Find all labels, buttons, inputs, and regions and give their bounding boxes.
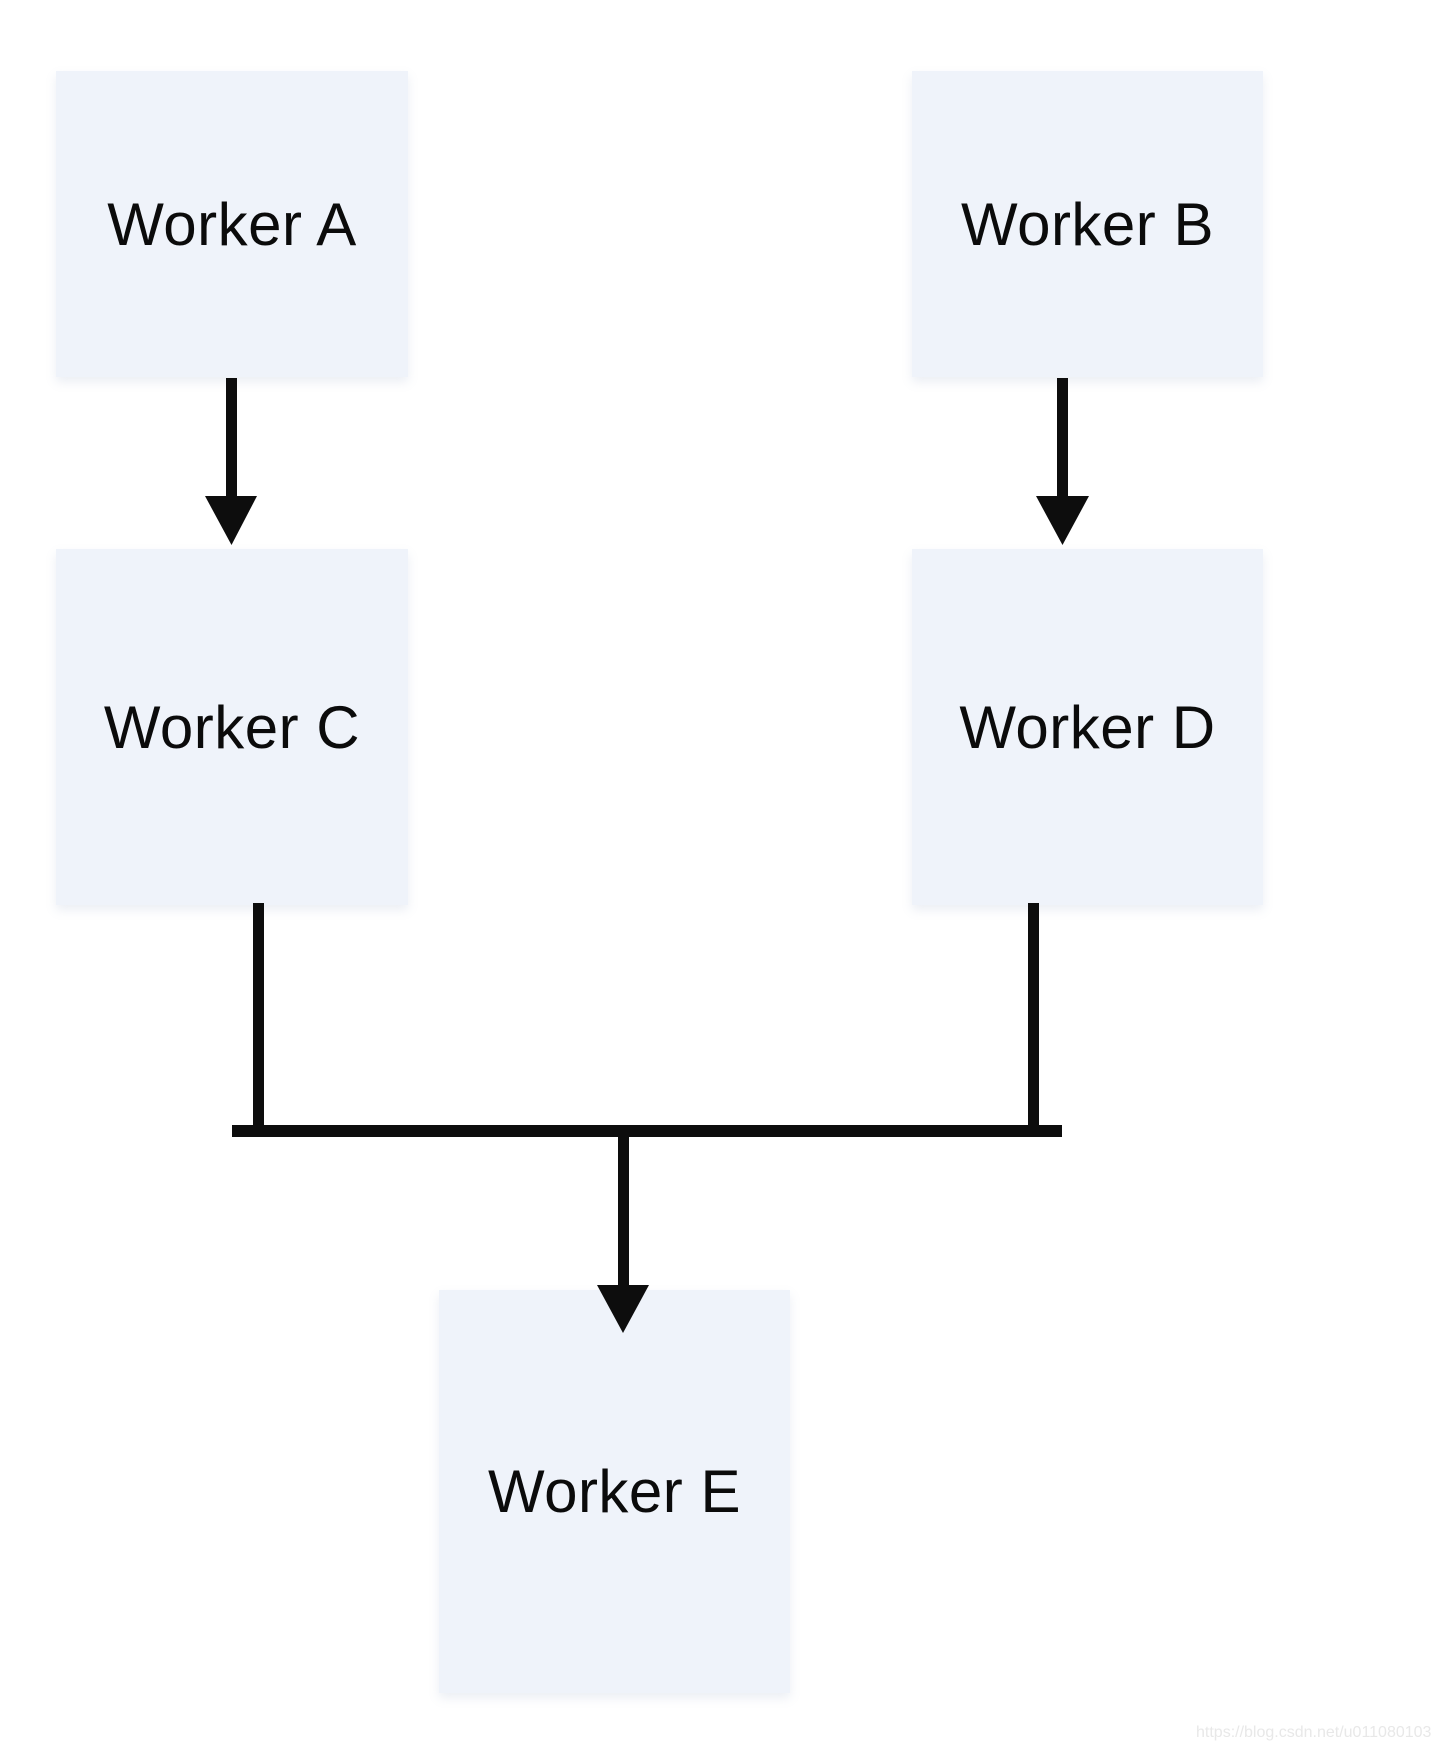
node-worker-a: Worker A <box>56 71 408 377</box>
merge-connector-c-d <box>232 903 1062 1137</box>
node-worker-e: Worker E <box>439 1290 790 1693</box>
node-worker-c: Worker C <box>56 549 408 905</box>
arrow-a-to-c-icon <box>205 378 257 545</box>
node-worker-c-label: Worker C <box>103 693 361 761</box>
watermark: https://blog.csdn.net/u011080103 <box>1196 1724 1432 1741</box>
node-worker-a-label: Worker A <box>107 190 357 258</box>
node-worker-e-label: Worker E <box>488 1458 741 1525</box>
arrow-b-to-d-icon <box>1036 378 1089 545</box>
node-worker-b: Worker B <box>912 71 1263 377</box>
node-worker-b-label: Worker B <box>961 190 1214 258</box>
node-worker-d-label: Worker D <box>959 693 1216 761</box>
node-worker-d: Worker D <box>912 549 1263 905</box>
